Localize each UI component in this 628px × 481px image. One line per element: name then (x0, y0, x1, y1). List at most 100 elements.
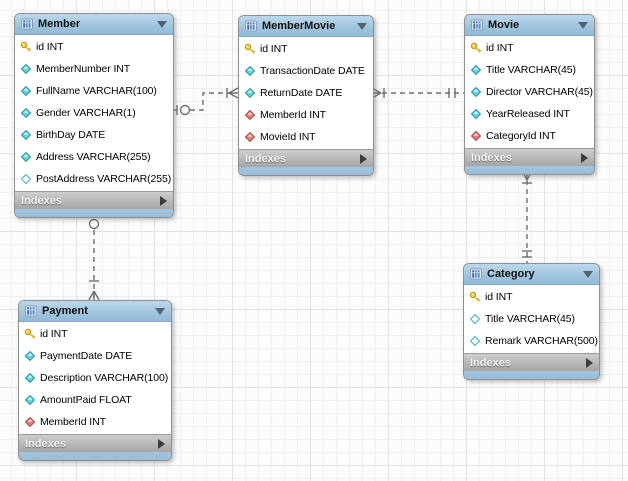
indexes-bar[interactable]: Indexes (465, 148, 594, 166)
column-row[interactable]: ReturnDate DATE (239, 82, 373, 104)
column-notnull-icon (244, 65, 256, 77)
table-title: Movie (488, 19, 520, 31)
table-title: MemberMovie (262, 20, 336, 32)
relationship-movie-category[interactable] (521, 170, 533, 263)
column-label: ReturnDate DATE (260, 87, 343, 99)
column-notnull-icon (470, 64, 482, 76)
expand-arrow-icon[interactable] (158, 438, 165, 449)
relationship-member-membermovie[interactable] (172, 87, 239, 116)
column-row[interactable]: Address VARCHAR(255) (15, 146, 173, 168)
column-label: FullName VARCHAR(100) (36, 85, 157, 97)
column-row[interactable]: PostAddress VARCHAR(255) (15, 168, 173, 190)
column-label: CategoryId INT (486, 130, 556, 142)
collapse-arrow-icon[interactable] (157, 20, 167, 28)
column-row[interactable]: id INT (239, 38, 373, 60)
column-label: YearReleased INT (486, 108, 570, 120)
relationship-membermovie-movie[interactable] (371, 87, 464, 99)
column-label: Gender VARCHAR(1) (36, 107, 136, 119)
table-title: Category (487, 268, 535, 280)
column-notnull-icon (24, 394, 36, 406)
column-row[interactable]: FullName VARCHAR(100) (15, 80, 173, 102)
column-row[interactable]: MovieId INT (239, 126, 373, 148)
table-header[interactable]: Category (464, 264, 599, 285)
column-row[interactable]: PaymentDate DATE (19, 345, 171, 367)
column-notnull-icon (470, 108, 482, 120)
table-icon (25, 305, 37, 317)
column-notnull-icon (20, 107, 32, 119)
primary-key-icon (244, 43, 256, 55)
table-title: Member (38, 18, 81, 30)
indexes-bar[interactable]: Indexes (19, 434, 171, 452)
table-icon (21, 18, 33, 30)
column-label: Description VARCHAR(100) (40, 372, 169, 384)
column-nullable-icon (20, 173, 32, 185)
indexes-label: Indexes (21, 194, 62, 207)
column-row[interactable]: MemberId INT (239, 104, 373, 126)
column-list: id INT Title VARCHAR(45) Remark VARCHAR(… (464, 285, 599, 353)
column-label: PaymentDate DATE (40, 350, 133, 362)
table-icon (470, 268, 482, 280)
table-icon (471, 19, 483, 31)
foreign-key-icon (244, 131, 256, 143)
indexes-bar[interactable]: Indexes (15, 191, 173, 209)
indexes-label: Indexes (471, 151, 512, 164)
column-row[interactable]: id INT (19, 323, 171, 345)
column-label: id INT (36, 41, 64, 53)
expand-arrow-icon[interactable] (360, 153, 367, 164)
primary-key-icon (20, 41, 32, 53)
column-list: id INT Title VARCHAR(45) Director VARCHA… (465, 36, 594, 148)
column-label: id INT (260, 43, 288, 55)
column-label: MemberNumber INT (36, 63, 131, 75)
column-label: MemberId INT (260, 109, 326, 121)
column-label: BirthDay DATE (36, 129, 106, 141)
column-row[interactable]: id INT (464, 286, 599, 308)
column-row[interactable]: Title VARCHAR(45) (464, 308, 599, 330)
column-label: MemberId INT (40, 416, 106, 428)
db-table-member[interactable]: Member id INT MemberNumber INT FullName … (14, 13, 174, 218)
column-row[interactable]: CategoryId INT (465, 125, 594, 147)
column-notnull-icon (20, 151, 32, 163)
column-label: Title VARCHAR(45) (485, 313, 575, 325)
table-header[interactable]: Member (15, 14, 173, 35)
table-header[interactable]: Movie (465, 15, 594, 36)
column-row[interactable]: id INT (465, 37, 594, 59)
column-row[interactable]: TransactionDate DATE (239, 60, 373, 82)
primary-key-icon (470, 42, 482, 54)
relationship-member-payment[interactable] (88, 212, 100, 301)
column-row[interactable]: id INT (15, 36, 173, 58)
column-row[interactable]: Description VARCHAR(100) (19, 367, 171, 389)
table-header[interactable]: Payment (19, 301, 171, 322)
column-row[interactable]: MemberId INT (19, 411, 171, 433)
column-row[interactable]: YearReleased INT (465, 103, 594, 125)
column-row[interactable]: Remark VARCHAR(500) (464, 330, 599, 352)
table-header[interactable]: MemberMovie (239, 16, 373, 37)
table-icon (245, 20, 257, 32)
db-table-movie[interactable]: Movie id INT Title VARCHAR(45) Director … (464, 14, 595, 175)
collapse-arrow-icon[interactable] (357, 22, 367, 30)
column-row[interactable]: BirthDay DATE (15, 124, 173, 146)
column-row[interactable]: MemberNumber INT (15, 58, 173, 80)
collapse-arrow-icon[interactable] (155, 307, 165, 315)
indexes-label: Indexes (245, 152, 286, 165)
indexes-bar[interactable]: Indexes (464, 353, 599, 371)
foreign-key-icon (470, 130, 482, 142)
column-row[interactable]: AmountPaid FLOAT (19, 389, 171, 411)
expand-arrow-icon[interactable] (586, 357, 593, 368)
column-row[interactable]: Title VARCHAR(45) (465, 59, 594, 81)
collapse-arrow-icon[interactable] (578, 21, 588, 29)
column-label: Director VARCHAR(45) (486, 86, 593, 98)
indexes-bar[interactable]: Indexes (239, 149, 373, 167)
db-table-membermovie[interactable]: MemberMovie id INT TransactionDate DATE … (238, 15, 374, 176)
db-table-payment[interactable]: Payment id INT PaymentDate DATE Descript… (18, 300, 172, 461)
db-table-category[interactable]: Category id INT Title VARCHAR(45) Remark… (463, 263, 600, 380)
expand-arrow-icon[interactable] (581, 152, 588, 163)
column-label: Remark VARCHAR(500) (485, 335, 598, 347)
expand-arrow-icon[interactable] (160, 195, 167, 206)
column-row[interactable]: Gender VARCHAR(1) (15, 102, 173, 124)
collapse-arrow-icon[interactable] (583, 270, 593, 278)
column-list: id INT MemberNumber INT FullName VARCHAR… (15, 35, 173, 191)
table-title: Payment (42, 305, 88, 317)
column-label: id INT (486, 42, 514, 54)
column-label: TransactionDate DATE (260, 65, 365, 77)
column-row[interactable]: Director VARCHAR(45) (465, 81, 594, 103)
